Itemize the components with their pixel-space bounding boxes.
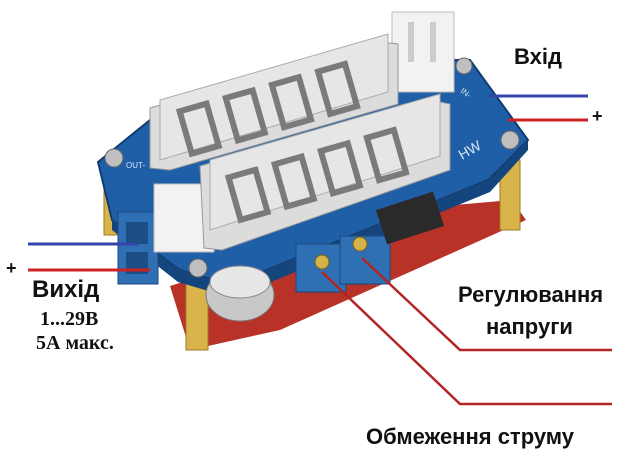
output-plus-sign: + (6, 258, 17, 278)
digit-top-4 (314, 60, 361, 118)
inductor (375, 191, 445, 245)
digit-bottom-1 (224, 166, 272, 224)
silkscreen-out: OUT- (126, 161, 145, 170)
current-trimmer-screw (352, 236, 368, 252)
output-terminal-slot-1 (126, 222, 148, 244)
digit-bottom-2 (270, 152, 318, 211)
screw-top-left (104, 148, 124, 168)
output-label: Вихід (32, 276, 100, 303)
voltage-adjust-callout (361, 257, 612, 352)
input-connector-pin-1 (408, 22, 414, 62)
voltage-trimmer-screw (314, 254, 330, 270)
digit-top-1 (175, 99, 223, 158)
digit-bottom-3 (317, 139, 364, 198)
input-label: Вхід (514, 44, 562, 69)
screw-top-right (455, 57, 473, 75)
output-range: 1...29В (40, 308, 99, 330)
output-current: 5А макс. (36, 332, 114, 354)
input-connector (391, 11, 455, 93)
digit-bottom-4 (363, 126, 410, 184)
digit-top-2 (222, 86, 269, 145)
input-connector-pin-2 (430, 22, 436, 62)
capacitor-top (209, 265, 271, 299)
screw-bottom-left (188, 258, 208, 278)
voltage-adjust-label-line1: Регулювання (458, 282, 604, 307)
input-plus-sign: + (592, 106, 603, 126)
display-bottom-digits (224, 126, 410, 224)
digit-top-3 (268, 73, 315, 131)
current-limit-callout (321, 271, 612, 406)
display-top-digits (175, 60, 361, 158)
screw-bottom-right (500, 130, 520, 150)
current-limit-label: Обмеження струму (366, 424, 575, 449)
voltage-adjust-label-line2: напруги (486, 314, 573, 339)
